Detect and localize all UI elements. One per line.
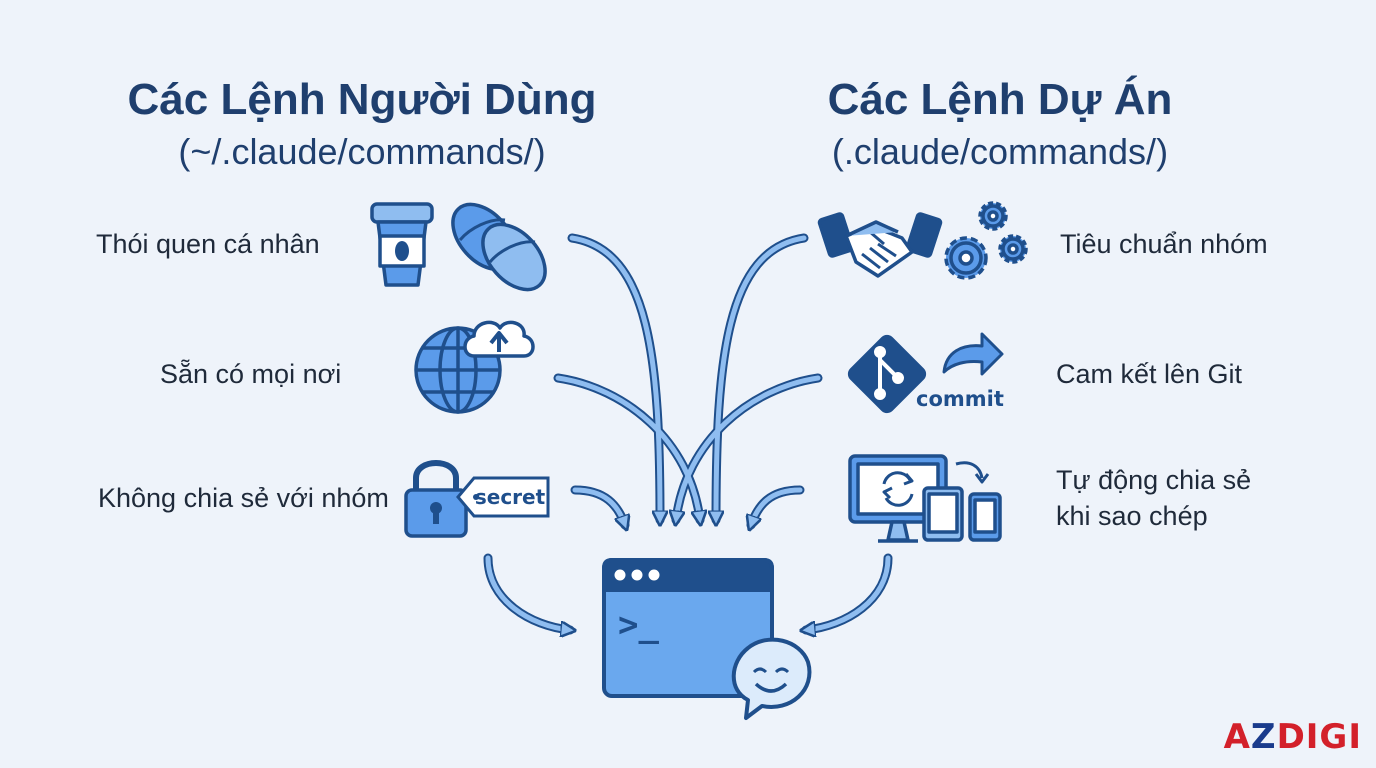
arrow-secret — [572, 487, 625, 525]
commit-label: commit — [916, 387, 1004, 411]
project-commands-title: Các Lệnh Dự Án — [827, 75, 1173, 124]
logo-letter-z: Z — [1250, 717, 1277, 757]
arrow-devices — [806, 555, 891, 630]
feature-team-standards: Tiêu chuẩn nhóm — [1060, 229, 1268, 259]
project-commands-path: (.claude/commands/) — [831, 131, 1169, 172]
feature-personal-habits: Thói quen cá nhân — [96, 229, 320, 259]
coffee-cup-icon — [370, 202, 434, 287]
handshake-icon — [817, 212, 943, 278]
a7digi-logo: AZDIGI — [1224, 720, 1362, 754]
feature-git-commit: Cam kết lên Git — [1056, 359, 1243, 389]
feature-auto-share-line-2: khi sao chép — [1056, 501, 1208, 531]
user-commands-title: Các Lệnh Người Dùng — [127, 75, 597, 124]
secret-tag-text: secret — [475, 485, 546, 509]
commit-arrow-icon: commit — [916, 332, 1004, 411]
feature-auto-share: Tự động chia sẻ khi sao chép — [1056, 462, 1316, 534]
arrow-git — [676, 375, 821, 520]
padlock-icon — [404, 460, 468, 538]
terminal-window-icon: >_ — [602, 558, 774, 698]
logo-word-digi: DIGI — [1276, 717, 1362, 757]
terminal-prompt: >_ — [618, 605, 659, 645]
gears-icon — [944, 201, 1028, 280]
git-icon — [847, 334, 927, 414]
feature-available-everywhere: Sẵn có mọi nơi — [160, 359, 342, 389]
secret-tag-icon: secret — [456, 476, 550, 518]
arrow-devices-top — [751, 487, 803, 525]
slippers-icon — [451, 202, 547, 292]
logo-letter-a: A — [1223, 717, 1251, 757]
feature-auto-share-line-1: Tự động chia sẻ — [1056, 465, 1252, 495]
cloud-upload-icon — [463, 320, 535, 358]
arrow-lock — [485, 555, 570, 630]
arrow-team — [716, 235, 807, 520]
user-commands-path: (~/.claude/commands/) — [178, 131, 546, 172]
flow-arrows — [483, 233, 893, 630]
feature-not-shared: Không chia sẻ với nhóm — [98, 483, 389, 513]
sync-devices-icon — [848, 454, 1002, 543]
arrow-habits — [569, 235, 660, 520]
smile-chat-icon — [731, 637, 812, 720]
arrow-anywhere — [555, 375, 700, 520]
